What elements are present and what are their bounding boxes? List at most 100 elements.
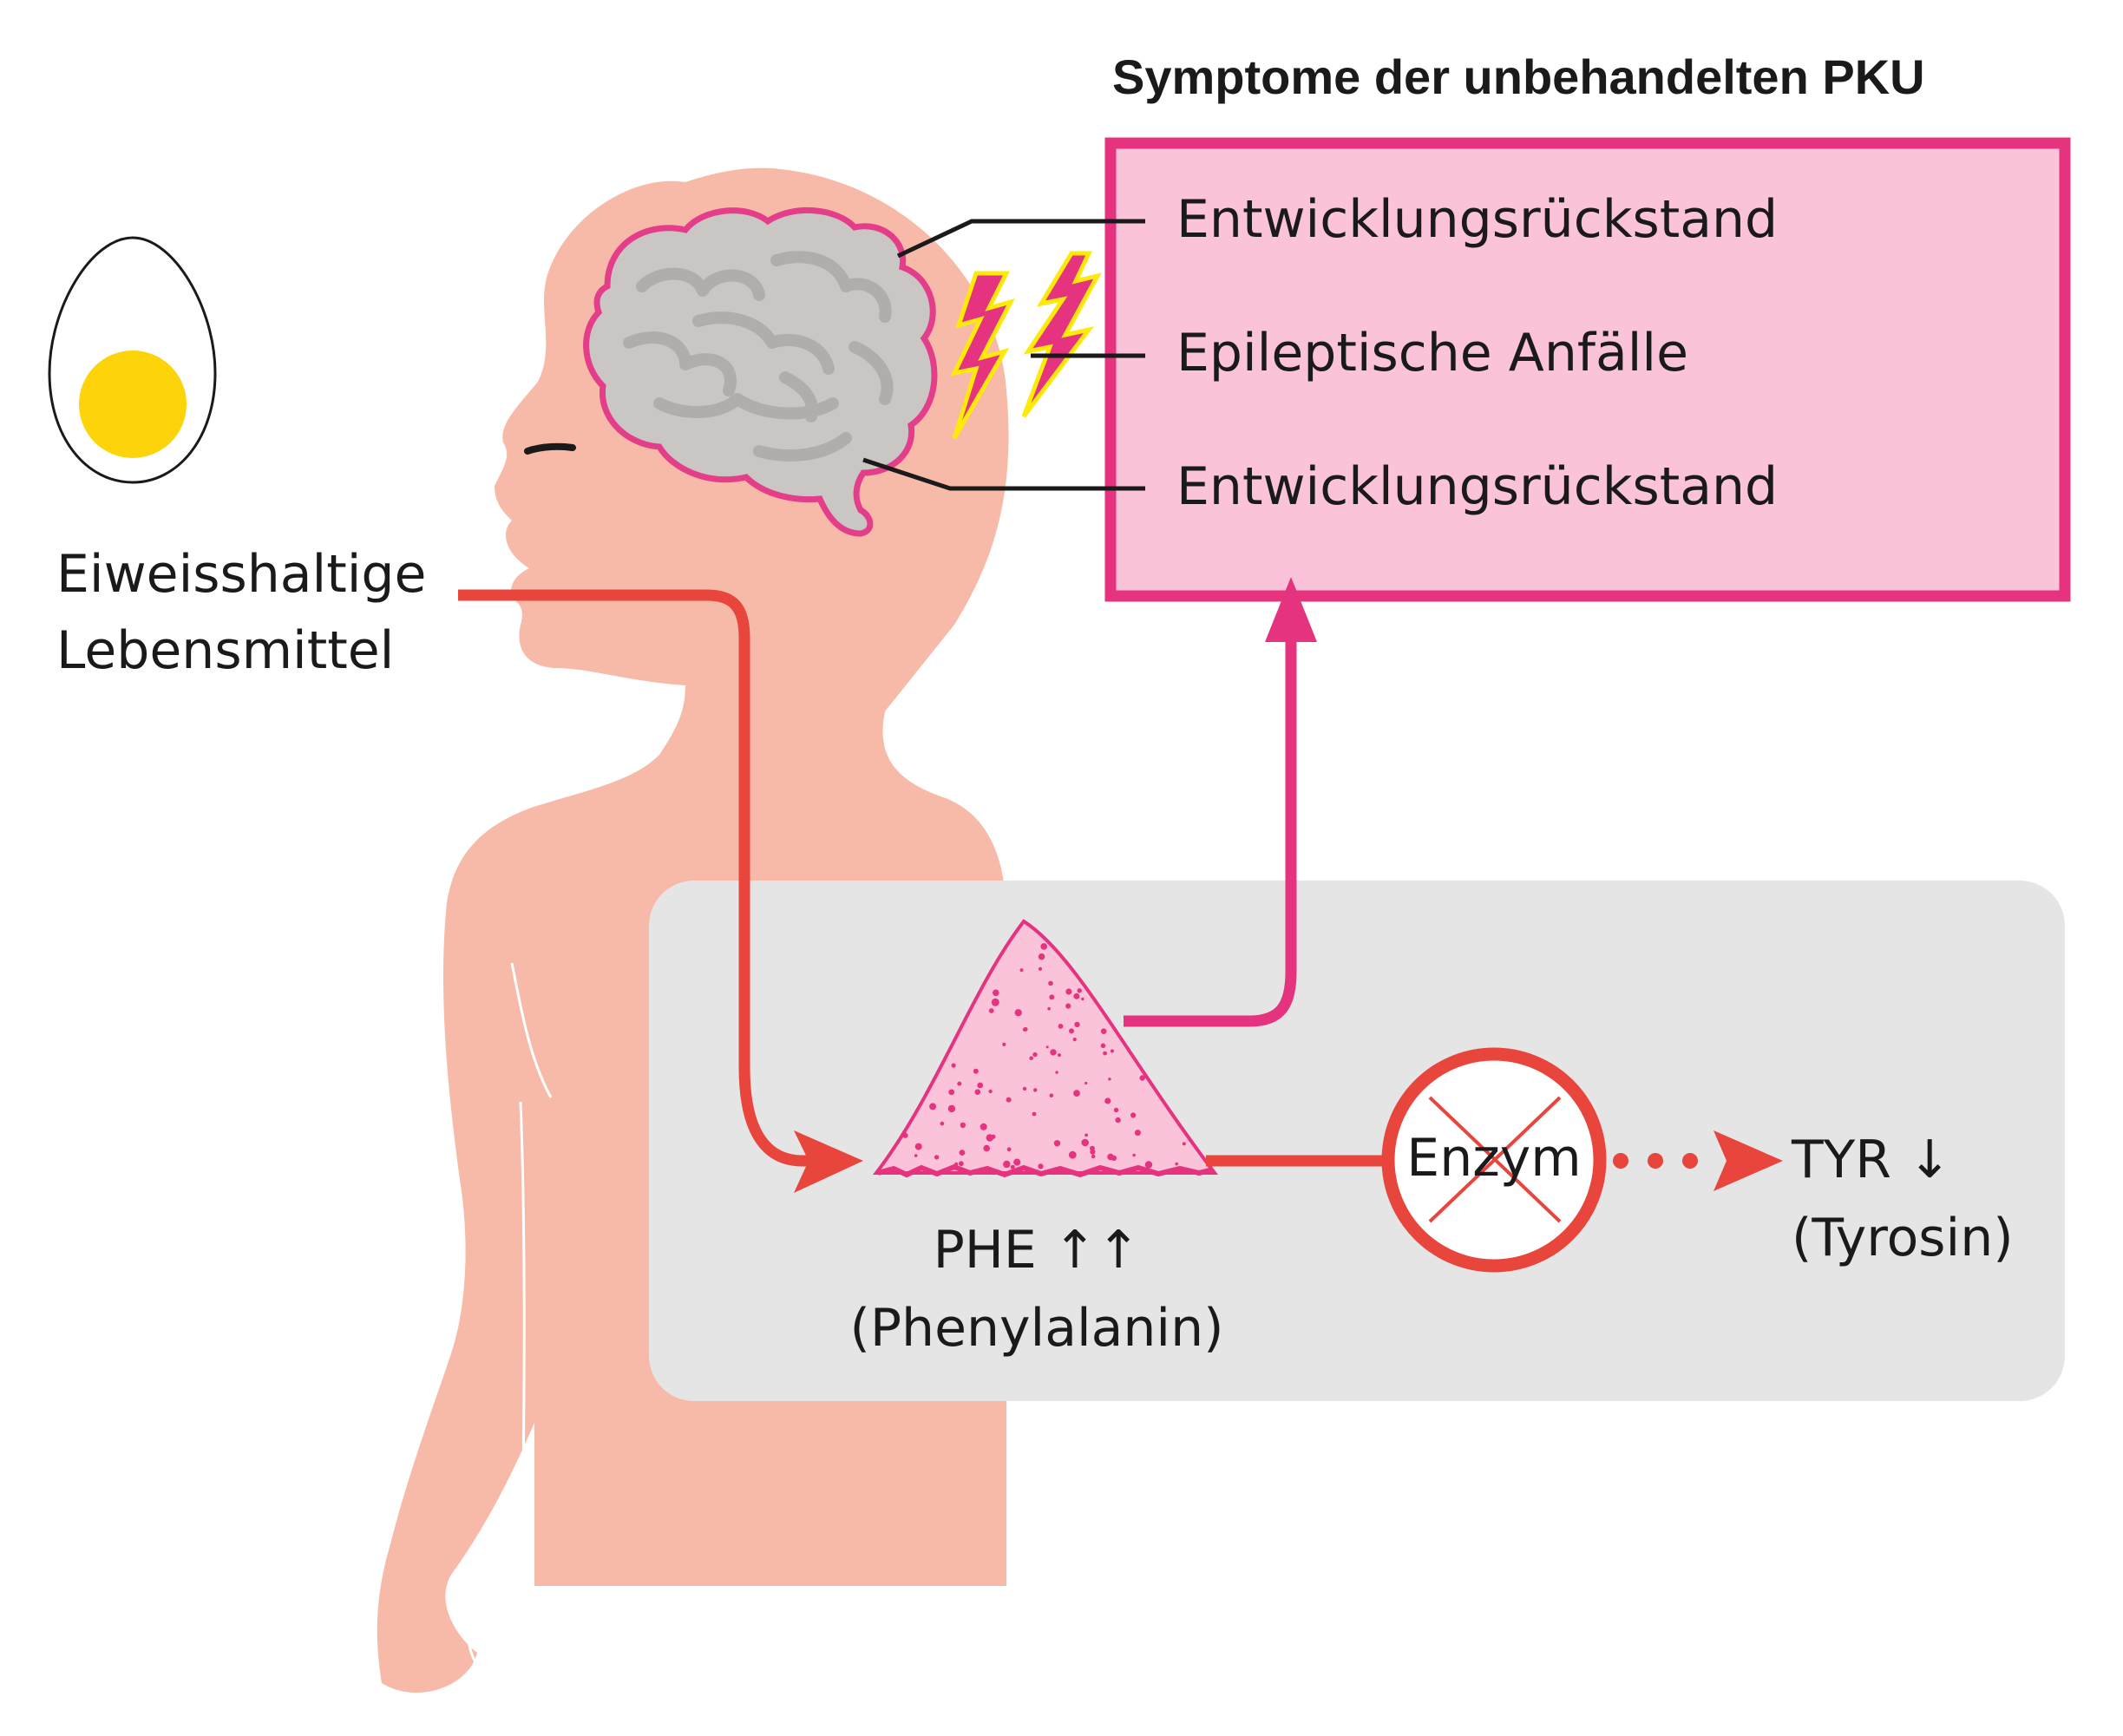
phe-pile — [872, 919, 1219, 1175]
phe-speckle — [1091, 1154, 1096, 1159]
phe-speckle — [1175, 1162, 1178, 1166]
egg-icon — [48, 236, 217, 484]
brain-icon — [583, 206, 938, 537]
dot-1 — [1613, 1153, 1628, 1169]
phe-speckle — [1077, 988, 1082, 993]
phe-speckle — [977, 1082, 984, 1089]
phe-speckle — [986, 1134, 994, 1142]
phe-speckle — [1055, 1071, 1058, 1074]
phe-pile-base — [877, 1163, 1214, 1178]
phe-speckle — [1144, 1161, 1153, 1169]
page-title: Symptome der unbehandelten PKU — [1112, 49, 1925, 104]
phe-speckle — [1111, 1155, 1117, 1161]
phe-speckle — [1014, 1009, 1022, 1017]
phe-speckle — [1132, 1153, 1136, 1157]
phe-speckle — [1048, 980, 1053, 986]
phe-speckle — [1072, 1038, 1077, 1042]
phe-speckle — [1134, 1130, 1141, 1137]
symptom-2: Epileptische Anfälle — [1176, 323, 1689, 383]
egg-yolk — [79, 350, 187, 458]
phe-speckle — [1065, 988, 1072, 995]
phe-speckle — [1084, 1133, 1088, 1137]
phe-speckle — [1103, 1051, 1107, 1056]
phe-speckle — [960, 1122, 966, 1129]
phe-speckle — [951, 1063, 956, 1068]
phe-speckle — [1038, 1163, 1044, 1169]
phe-speckle — [1033, 1088, 1038, 1092]
phe-speckle — [973, 1068, 979, 1074]
phe-speckle — [959, 1150, 966, 1156]
symptom-3: Entwicklungsrückstand — [1176, 456, 1779, 517]
symptom-arrow-line — [1124, 629, 1297, 1027]
phe-speckle — [1006, 1097, 1012, 1103]
tyrosine-arrow — [1613, 1130, 1783, 1191]
phe-speckle — [988, 1008, 994, 1013]
digestion-arrow-line — [458, 589, 811, 1167]
phe-speckle — [1074, 1021, 1080, 1028]
phe-speckle — [1003, 1160, 1011, 1169]
phe-speckle — [1100, 1028, 1107, 1034]
phe-speckle — [980, 1123, 987, 1130]
phe-speckle — [1049, 994, 1055, 1000]
phe-speckle — [1108, 1078, 1111, 1081]
symptom-connectors — [862, 219, 1145, 491]
phe-speckle — [1049, 1093, 1054, 1097]
phe-speckle — [991, 998, 999, 1006]
phe-speckle — [1068, 1150, 1077, 1159]
food-label: Eiweisshaltige Lebensmittel — [56, 536, 426, 689]
finger-contour — [466, 1613, 487, 1676]
eye-icon — [524, 442, 576, 455]
lightning-icon — [950, 251, 1102, 440]
phe-speckle — [1084, 1081, 1088, 1085]
tyrosine-arrow-head — [1713, 1130, 1783, 1191]
enzyme-label: Enzym — [1406, 1128, 1582, 1189]
phe-speckle — [914, 1143, 922, 1150]
phe-speckle — [1050, 1049, 1057, 1056]
phe-speckle — [957, 1081, 962, 1086]
tyr-label: TYR ↓ (Tyrosin) — [1792, 1121, 2014, 1277]
phe-speckle — [1081, 997, 1084, 1001]
phe-label: PHE ↑↑ (Phenylalanin) — [833, 1211, 1241, 1367]
phe-speckle — [1038, 966, 1043, 971]
phe-speckle — [1069, 1028, 1074, 1034]
phe-speckle — [948, 1089, 955, 1096]
phe-speckle — [1073, 1090, 1080, 1097]
phe-speckle — [1115, 1117, 1121, 1123]
phe-speckle — [1081, 1138, 1089, 1147]
phe-speckle — [1113, 1107, 1119, 1113]
phe-speckle — [1010, 1164, 1015, 1169]
phe-speckle — [1073, 992, 1080, 999]
phe-speckle — [1006, 1147, 1012, 1152]
phe-speckle — [914, 1154, 918, 1157]
enzyme-blocked-icon — [1381, 1047, 1607, 1273]
phe-speckle — [934, 1155, 940, 1160]
enzyme-cross-b — [1428, 1096, 1562, 1223]
phe-speckle — [1023, 1026, 1028, 1032]
connector-1 — [896, 219, 1145, 259]
phe-speckle — [1065, 1003, 1071, 1009]
phe-speckle — [1032, 1111, 1037, 1117]
phe-speckle — [988, 1089, 993, 1094]
phe-speckle — [1045, 1045, 1049, 1049]
food-label-line2: Lebensmittel — [56, 620, 395, 681]
phe-speckle — [958, 1161, 964, 1167]
phe-speckle — [1038, 953, 1045, 960]
symptom-box — [1104, 137, 2071, 602]
phe-label-line2: (Phenylalanin) — [849, 1298, 1224, 1359]
connector-3 — [862, 457, 1145, 491]
phe-speckle — [1032, 1051, 1038, 1058]
phe-speckle — [1002, 1042, 1006, 1046]
phe-speckle — [1047, 1006, 1051, 1011]
tyr-label-line2: (Tyrosin) — [1792, 1208, 2014, 1268]
phe-speckle — [1058, 1053, 1061, 1058]
dot-3 — [1682, 1153, 1698, 1169]
phe-speckle — [940, 1121, 945, 1126]
phe-speckle — [983, 1144, 990, 1152]
phe-speckle — [1182, 1142, 1186, 1146]
phe-speckle — [1100, 1043, 1106, 1049]
phe-speckle — [1139, 1075, 1145, 1081]
symptom-arrow-head — [1265, 577, 1317, 642]
lightning-bolt-2 — [1021, 251, 1102, 418]
